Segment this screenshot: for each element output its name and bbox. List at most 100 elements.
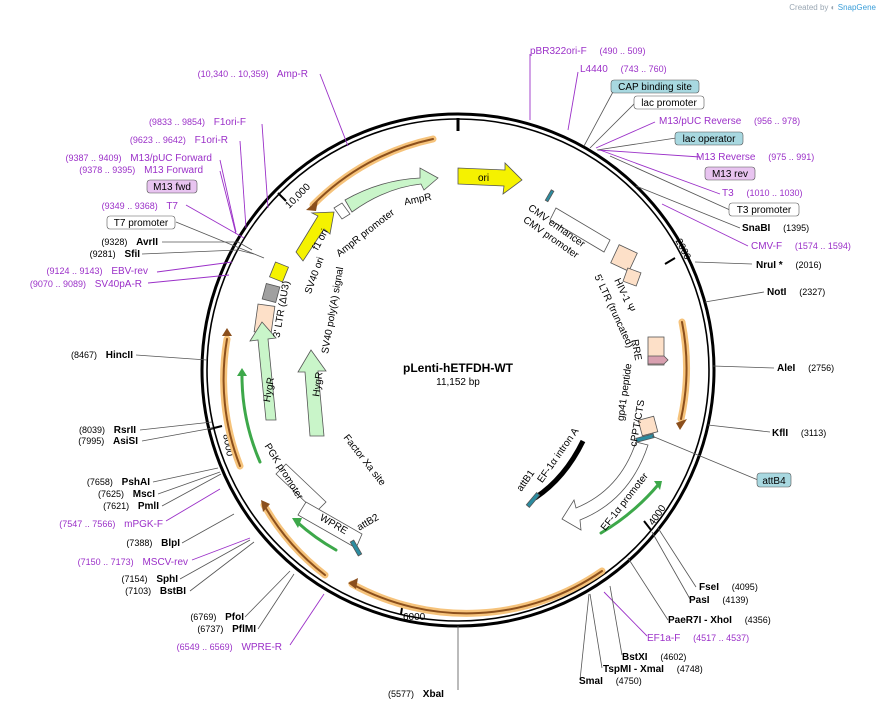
attb4-box bbox=[756, 472, 792, 488]
inner-features bbox=[249, 162, 669, 557]
leader-fsei bbox=[657, 527, 697, 588]
lac-promoter-text: lac promoter bbox=[641, 98, 697, 109]
snapgene-credit: Created by ◐ SnapGene bbox=[789, 3, 876, 12]
label-f1ori-r: (9623 .. 9642) F1ori-R bbox=[130, 135, 228, 146]
cap-binding-text: CAP binding site bbox=[618, 82, 692, 93]
label-lac-promoter-box: lac promoter bbox=[633, 95, 705, 110]
green-arc-left bbox=[240, 370, 262, 464]
feature-labels: ori AmpR AmpR promoter f1 ori SV40 ori S… bbox=[262, 173, 652, 537]
range: (7103) bbox=[125, 586, 151, 596]
range: (10,340 .. 10,359) bbox=[198, 69, 269, 79]
name: BlpI bbox=[161, 538, 180, 549]
arrowhead-green-bottom bbox=[292, 518, 302, 528]
name: F1ori-R bbox=[195, 135, 228, 146]
range: (9378 .. 9395) bbox=[79, 165, 135, 175]
label-m13-fwd: (9378 .. 9395) M13 Forward bbox=[79, 165, 203, 176]
credit-prefix: Created by bbox=[789, 3, 829, 12]
feature-f1-ori bbox=[295, 211, 335, 262]
leader-blpi bbox=[181, 513, 235, 544]
label-hincii: (8467) HincII bbox=[71, 350, 133, 361]
name: PflMI bbox=[232, 624, 256, 635]
range: (4748) bbox=[677, 664, 703, 674]
snapgene-logo-icon: ◐ bbox=[830, 3, 836, 12]
name: F1ori-F bbox=[214, 117, 246, 128]
label-sv40pa-r: (9070 .. 9089) SV40pA-R bbox=[30, 279, 142, 290]
leader-f1ori-f bbox=[261, 123, 269, 209]
leader-pflmi bbox=[257, 573, 295, 630]
range: (9833 .. 9854) bbox=[149, 117, 205, 127]
label-pflmi: (6737) PflMI bbox=[197, 624, 256, 635]
label-t3-promoter-box: T3 promoter bbox=[728, 202, 800, 217]
tick-label-4000: 4000 bbox=[647, 503, 669, 528]
label-wpre-r: (6549 .. 6569) WPRE-R bbox=[177, 642, 282, 653]
label-mpgk-f: (7547 .. 7566) mPGK-F bbox=[59, 519, 163, 530]
feature-cmv bbox=[549, 207, 611, 253]
dark-arc-bottom bbox=[351, 570, 603, 615]
name: M13/pUC Forward bbox=[130, 153, 212, 164]
label-rsrii: (8039) RsrII bbox=[79, 425, 136, 436]
leader-pmli bbox=[161, 473, 222, 507]
leader-hincii bbox=[135, 354, 208, 361]
label-kfli: KflI (3113) bbox=[772, 428, 826, 439]
label-attb2: attB2 bbox=[355, 512, 381, 533]
leader-msci bbox=[157, 471, 221, 495]
leader-pasi bbox=[651, 531, 691, 600]
label-noti: NotI (2327) bbox=[767, 287, 825, 298]
label-asisi: (7995) AsiSI bbox=[78, 436, 138, 447]
label-f1ori-f: (9833 .. 9854) F1ori-F bbox=[149, 117, 246, 128]
label-m13-reverse: M13 Reverse (975 .. 991) bbox=[696, 152, 814, 163]
label-sv40-polya: SV40 poly(A) signal bbox=[320, 266, 346, 354]
label-pgk-promoter: PGK promoter bbox=[262, 442, 306, 503]
leader-pshai bbox=[152, 467, 219, 483]
name: M13 Reverse bbox=[696, 152, 756, 163]
label-hygr-inner: HygR bbox=[311, 371, 325, 397]
range: (4356) bbox=[745, 615, 771, 625]
lac-operator-box bbox=[674, 131, 744, 146]
label-attb1: attB1 bbox=[515, 468, 538, 494]
label-sfii: (9281) SfiI bbox=[90, 249, 141, 260]
label-l4440: L4440 (743 .. 760) bbox=[580, 64, 667, 75]
range: (1574 .. 1594) bbox=[795, 241, 851, 251]
range: (8467) bbox=[71, 350, 97, 360]
range: (8039) bbox=[79, 425, 105, 435]
leader-ef1a-f bbox=[603, 591, 648, 637]
name: NruI * bbox=[756, 260, 783, 271]
feature-attb4 bbox=[635, 433, 655, 443]
leader-alei bbox=[712, 365, 775, 369]
label-cmv-f: CMV-F (1574 .. 1594) bbox=[751, 241, 851, 252]
name: KflI bbox=[772, 428, 788, 439]
label-hygr-outer: HygR bbox=[262, 376, 277, 403]
label-amp-r: (10,340 .. 10,359) Amp-R bbox=[198, 69, 308, 80]
name: T7 bbox=[166, 201, 178, 212]
leader-t7-promoter bbox=[175, 221, 265, 259]
range: (9070 .. 9089) bbox=[30, 279, 86, 289]
leader-attb4 bbox=[651, 435, 759, 481]
leader-sv40pa-r bbox=[147, 274, 230, 284]
leader-nrui bbox=[694, 261, 753, 265]
label-pmli: (7621) PmlI bbox=[103, 501, 159, 512]
name: RsrII bbox=[114, 425, 136, 436]
label-pshai: (7658) PshAI bbox=[87, 477, 150, 488]
range: (7150 .. 7173) bbox=[78, 557, 134, 567]
leader-l4440 bbox=[567, 71, 579, 131]
range: (9281) bbox=[90, 249, 116, 259]
leader-f1ori-r bbox=[239, 140, 247, 229]
label-ebv-rev: (9124 .. 9143) EBV-rev bbox=[46, 266, 148, 277]
range: (7154) bbox=[122, 574, 148, 584]
name: TspMI - XmaI bbox=[603, 664, 664, 675]
feature-cppt bbox=[637, 415, 659, 437]
name: PshAI bbox=[122, 477, 151, 488]
label-smai: SmaI (4750) bbox=[579, 676, 642, 687]
name: L4440 bbox=[580, 64, 608, 75]
name: SphI bbox=[156, 574, 178, 585]
leader-tspmi bbox=[589, 593, 603, 669]
attb4-text: attB4 bbox=[762, 476, 786, 487]
name: CMV-F bbox=[751, 241, 782, 252]
range: (4602) bbox=[660, 652, 686, 662]
name: HincII bbox=[106, 350, 133, 361]
leader-m13-fwd bbox=[219, 170, 237, 235]
name: PfoI bbox=[225, 612, 244, 623]
leader-bstbi bbox=[189, 541, 255, 592]
label-fsei: FseI (4095) bbox=[699, 582, 758, 593]
range: (2756) bbox=[808, 363, 834, 373]
